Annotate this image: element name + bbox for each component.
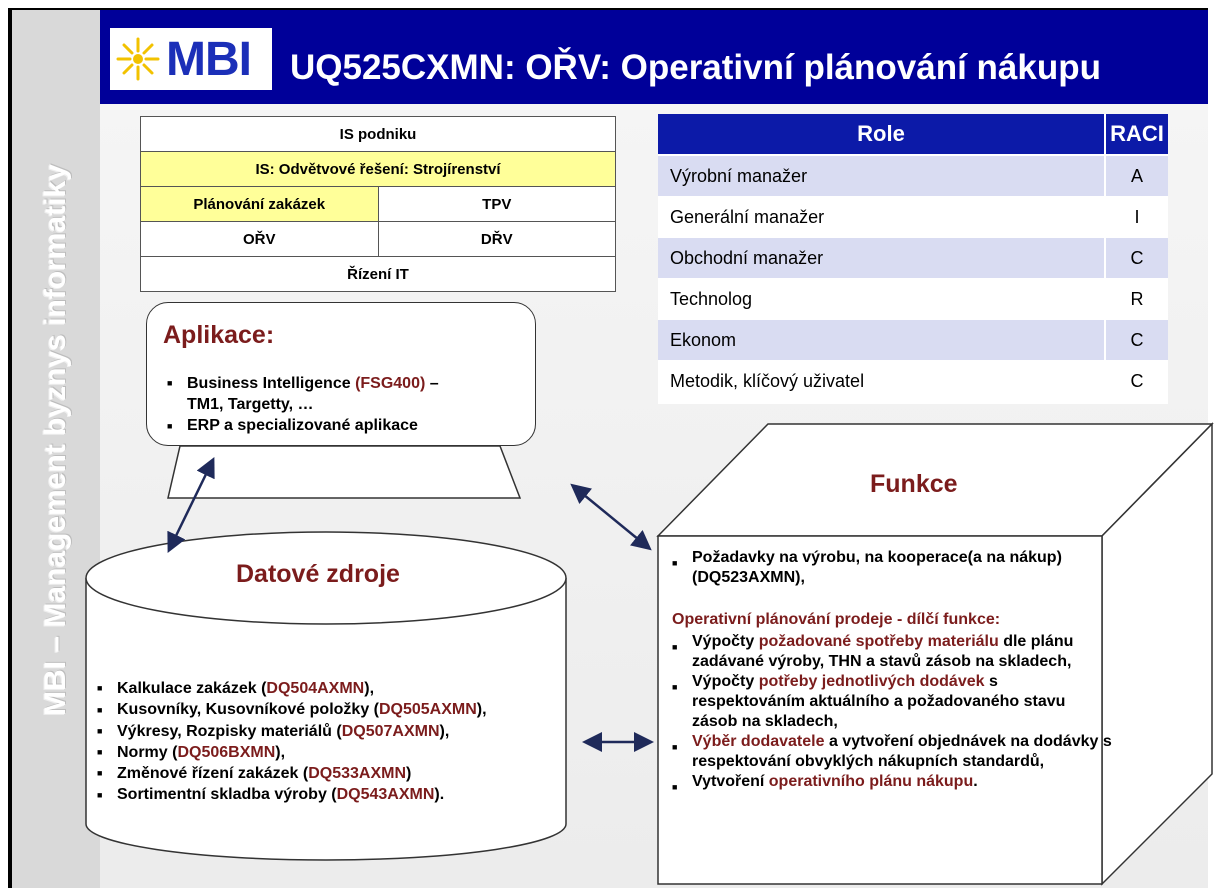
raci-value: A: [1106, 156, 1168, 196]
raci-value: R: [1106, 279, 1168, 319]
aplikace-title: Aplikace:: [163, 321, 275, 349]
funkce-title: Funkce: [870, 470, 958, 498]
raci-value: C: [1106, 320, 1168, 360]
database-cylinder-top: [85, 531, 567, 625]
funkce-item: ■Výpočty požadované spotřeby materiálu d…: [672, 633, 1074, 670]
raci-role: Výrobní manažer: [658, 156, 1104, 196]
is-cell-tpv: TPV: [377, 186, 616, 222]
funkce-text: ■Požadavky na výrobu, na kooperace(a na …: [672, 548, 1112, 797]
mbi-logo: MBI: [110, 28, 272, 90]
raci-row: Generální manažer I: [658, 197, 1168, 237]
is-cell-orv: OŘV: [140, 221, 379, 257]
is-cell-odvetvove: IS: Odvětvové řešení: Strojírenství: [140, 151, 616, 187]
aplikace-item-cont: TM1, Targetty, …: [187, 396, 314, 414]
is-cell-planovani: Plánování zakázek: [140, 186, 379, 222]
raci-value: C: [1106, 361, 1168, 401]
is-table: IS podniku IS: Odvětvové řešení: Strojír…: [140, 116, 616, 292]
datove-zdroje-title: Datové zdroje: [236, 560, 400, 588]
raci-row: Metodik, klíčový uživatel C: [658, 361, 1168, 401]
page-title: UQ525CXMN: OŘV: Operativní plánování nák…: [290, 48, 1101, 87]
raci-row: Technolog R: [658, 279, 1168, 319]
logo-text: MBI: [166, 32, 252, 86]
list-item: ■Výkresy, Rozpisky materiálů (DQ507AXMN)…: [97, 722, 450, 740]
list-item: ■Kalkulace zakázek (DQ504AXMN),: [97, 680, 375, 697]
arrow-aplikace-funkce: [570, 483, 652, 551]
header-bar: [100, 10, 1208, 104]
arrow-aplikace-datove-zdroje: [167, 457, 215, 553]
funkce-item: ■Výpočty potřeby jednotlivých dodávek s …: [672, 673, 1066, 730]
list-item: ■Sortimentní skladba výroby (DQ543AXMN).: [97, 786, 445, 804]
is-cell-drv: DŘV: [377, 221, 616, 257]
database-cylinder-body: [85, 578, 567, 861]
is-cell-podniku: IS podniku: [140, 116, 616, 152]
datove-zdroje-list: ■Kalkulace zakázek (DQ504AXMN), ■Kusovní…: [97, 678, 487, 806]
funkce-item: ■Vytvoření operativního plánu nákupu.: [672, 773, 978, 792]
raci-role: Technolog: [658, 279, 1104, 319]
sun-logo-icon: [116, 37, 160, 81]
raci-value: I: [1106, 197, 1168, 237]
funkce-intro: ■Požadavky na výrobu, na kooperace(a na …: [672, 549, 1062, 586]
monitor-stand: [167, 445, 522, 499]
aplikace-list: ■Business Intelligence (FSG400) – TM1, T…: [167, 373, 439, 437]
aplikace-box: Aplikace: ■Business Intelligence (FSG400…: [146, 302, 536, 446]
raci-header-raci: RACI: [1106, 114, 1168, 154]
list-item: ■Kusovníky, Kusovníkové položky (DQ505AX…: [97, 701, 487, 719]
aplikace-item: ■Business Intelligence (FSG400) –: [167, 375, 439, 392]
list-item: ■Změnové řízení zakázek (DQ533AXMN): [97, 765, 412, 783]
raci-value: C: [1106, 238, 1168, 278]
raci-role: Metodik, klíčový uživatel: [658, 361, 1104, 401]
list-item: ■Normy (DQ506BXMN),: [97, 743, 286, 761]
cube-front-face: [657, 535, 1103, 885]
raci-row: Ekonom C: [658, 320, 1168, 360]
raci-header-row: Role RACI: [658, 114, 1168, 154]
is-cell-rizeni-it: Řízení IT: [140, 256, 616, 292]
raci-header-role: Role: [658, 114, 1104, 154]
raci-role: Ekonom: [658, 320, 1104, 360]
raci-row: Výrobní manažer A: [658, 156, 1168, 196]
raci-table: Role RACI Výrobní manažer A Generální ma…: [658, 114, 1168, 404]
funkce-item: ■Výběr dodavatele a vytvoření objednávek…: [672, 733, 1112, 770]
aplikace-item: ■ERP a specializované aplikace: [167, 417, 418, 435]
raci-role: Obchodní manažer: [658, 238, 1104, 278]
funkce-subheading: Operativní plánování prodeje - dílčí fun…: [672, 611, 1001, 628]
raci-row: Obchodní manažer C: [658, 238, 1168, 278]
raci-role: Generální manažer: [658, 197, 1104, 237]
